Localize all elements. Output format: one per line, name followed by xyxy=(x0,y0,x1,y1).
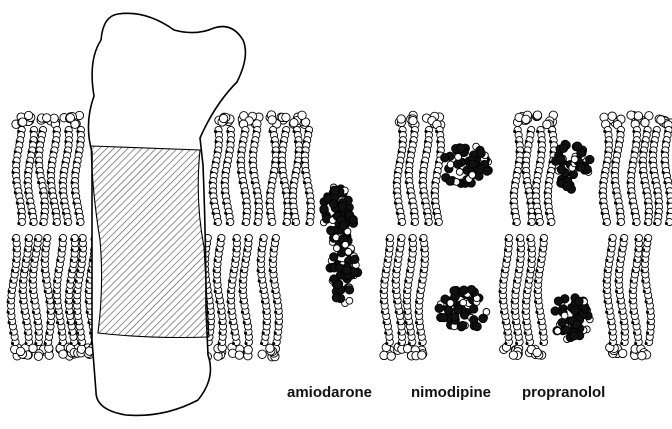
phospholipid xyxy=(257,234,283,361)
phospholipid xyxy=(35,114,61,226)
phospholipid xyxy=(649,115,672,226)
nimodipine-molecule xyxy=(435,285,490,331)
propranolol-label: propranolol xyxy=(522,384,605,401)
phospholipid xyxy=(510,111,536,225)
phospholipid xyxy=(380,234,406,360)
phospholipid xyxy=(499,234,525,359)
phospholipid xyxy=(12,111,38,225)
phospholipid xyxy=(289,111,315,225)
nimodipine-label: nimodipine xyxy=(411,384,491,401)
phospholipid xyxy=(7,234,33,360)
phospholipid xyxy=(266,111,292,226)
phospholipid xyxy=(629,234,655,360)
phospholipid xyxy=(59,111,85,225)
phospholipid xyxy=(532,111,558,226)
phospholipid xyxy=(603,234,629,357)
phospholipid xyxy=(627,111,653,226)
amiodarone-molecule xyxy=(320,184,358,245)
phospholipid xyxy=(403,234,429,360)
phospholipid xyxy=(209,113,235,225)
phospholipid xyxy=(599,112,625,226)
amiodarone-label: amiodarone xyxy=(287,384,372,401)
propranolol-molecule xyxy=(552,140,595,193)
nimodipine-molecule xyxy=(441,143,493,187)
phospholipid xyxy=(393,111,419,225)
hydrophobic-hatched-region xyxy=(91,146,209,338)
phospholipid xyxy=(522,234,548,359)
propranolol-molecule xyxy=(551,294,593,343)
phospholipid xyxy=(237,112,263,226)
amiodarone-molecule xyxy=(326,235,362,307)
phospholipid xyxy=(419,112,445,225)
phospholipid xyxy=(227,234,253,360)
